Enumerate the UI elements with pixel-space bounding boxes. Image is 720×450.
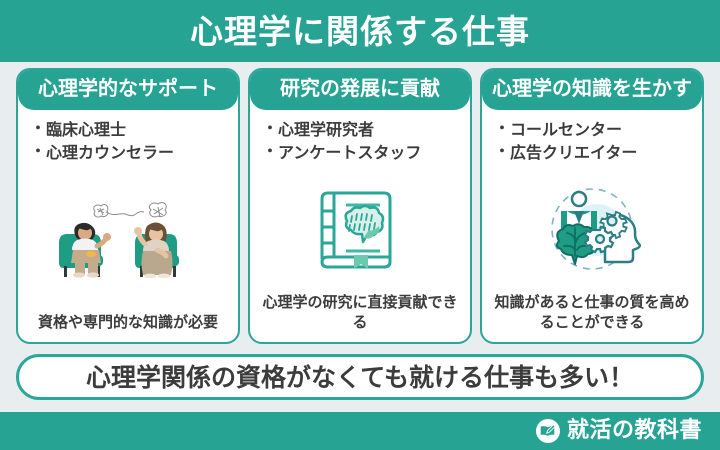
bullet-icon: ・	[494, 119, 510, 137]
title-bar: 心理学に関係する仕事	[0, 0, 720, 62]
card-item-list: ・ 心理学研究者 ・ アンケートスタッフ	[250, 118, 470, 164]
card-header: 心理学の知識を生かす	[482, 70, 702, 110]
card-header-label: 心理学的なサポート	[38, 76, 218, 100]
list-item-label: アンケートスタッフ	[278, 143, 422, 163]
card-header: 研究の発展に貢献	[250, 70, 470, 110]
counseling-session-illustration	[18, 164, 238, 311]
card-footer-text: 知識があると仕事の質を高めることができる	[494, 292, 690, 331]
list-item-label: 心理カウンセラー	[46, 143, 175, 163]
brand-logo-text: 就活の教科書	[566, 418, 702, 443]
list-item: ・ 広告クリエイター	[494, 141, 696, 164]
bullet-icon: ・	[30, 142, 46, 161]
card-footer-text: 資格や専門的な知識が必要	[37, 312, 218, 331]
page-title: 心理学に関係する仕事	[190, 11, 530, 51]
bullet-icon: ・	[262, 119, 278, 137]
list-item-label: 臨床心理士	[46, 120, 127, 139]
bullet-icon: ・	[30, 119, 46, 137]
head-brain-gears-icon	[482, 164, 702, 291]
card-psychological-support: 心理学的なサポート ・ 臨床心理士 ・ 心理カウンセラー	[16, 68, 240, 344]
bullet-icon: ・	[494, 142, 510, 161]
list-item: ・ 心理カウンセラー	[30, 141, 232, 164]
card-header-label: 心理学の知識を生かす	[492, 76, 692, 100]
open-book-pencil-icon	[535, 419, 560, 443]
card-header-label: 研究の発展に貢献	[280, 76, 440, 100]
card-apply-knowledge: 心理学の知識を生かす ・ コールセンター ・ 広告クリエイター	[480, 68, 704, 344]
list-item: ・ 臨床心理士	[30, 118, 232, 141]
list-item-label: コールセンター	[510, 120, 623, 139]
summary-banner: 心理学関係の資格がなくても就ける仕事も多い！	[16, 354, 704, 400]
card-research-contribution: 研究の発展に貢献 ・ 心理学研究者 ・ アンケートスタッフ	[248, 68, 472, 344]
card-footer-text: 心理学の研究に直接貢献できる	[262, 292, 458, 331]
bullet-icon: ・	[262, 142, 278, 161]
list-item: ・ コールセンター	[494, 118, 696, 141]
card-item-list: ・ コールセンター ・ 広告クリエイター	[482, 118, 702, 164]
list-item-label: 心理学研究者	[278, 120, 375, 139]
brand-logo: 就活の教科書	[535, 418, 702, 443]
footer-bar: 就活の教科書	[0, 412, 720, 450]
summary-banner-text: 心理学関係の資格がなくても就ける仕事も多い！	[85, 362, 634, 392]
cards-row: 心理学的なサポート ・ 臨床心理士 ・ 心理カウンセラー	[0, 68, 720, 344]
card-item-list: ・ 臨床心理士 ・ 心理カウンセラー	[18, 118, 238, 164]
list-item-label: 広告クリエイター	[510, 143, 638, 163]
list-item: ・ アンケートスタッフ	[262, 141, 464, 164]
card-header: 心理学的なサポート	[18, 70, 238, 110]
brain-book-icon	[250, 164, 470, 291]
list-item: ・ 心理学研究者	[262, 118, 464, 141]
